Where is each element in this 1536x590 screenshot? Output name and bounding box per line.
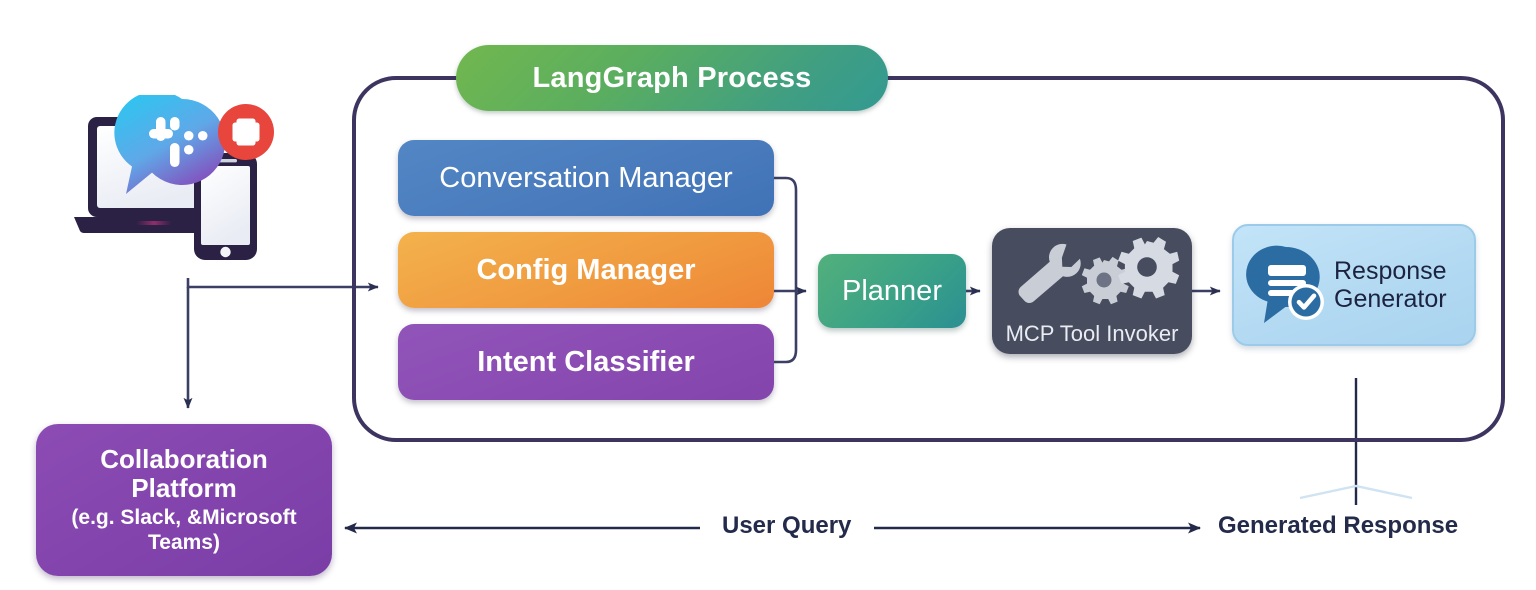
smartphone-icon: [194, 153, 257, 260]
node-intent-classifier[interactable]: Intent Classifier: [398, 324, 774, 400]
node-collaboration-platform[interactable]: Collaboration Platform (e.g. Slack, &Mic…: [36, 424, 332, 576]
response-generator-label-line2: Generator: [1334, 285, 1447, 313]
node-mcp-tool-invoker[interactable]: MCP Tool Invoker: [992, 228, 1192, 354]
langgraph-process-container: [352, 76, 1505, 442]
langgraph-process-title-pill: LangGraph Process: [456, 45, 888, 111]
response-generator-label: Response Generator: [1334, 257, 1447, 313]
edge-label-user-query: User Query: [722, 512, 852, 539]
planner-label: Planner: [842, 274, 942, 307]
edge-label-generated-response: Generated Response: [1218, 512, 1459, 539]
intent-classifier-label: Intent Classifier: [477, 345, 695, 378]
config-manager-label: Config Manager: [476, 253, 696, 286]
collaboration-platform-title-line2: Platform: [131, 473, 237, 504]
client-devices-illustration: [74, 95, 274, 260]
wrench-icon: [1018, 243, 1081, 304]
collaboration-platform-subtitle: (e.g. Slack, &Microsoft Teams): [71, 506, 296, 554]
mcp-tool-invoker-label: MCP Tool Invoker: [1005, 321, 1179, 346]
collaboration-platform-title-line1: Collaboration: [100, 444, 268, 475]
plus-badge-icon: [218, 104, 274, 160]
collaboration-platform-title: Collaboration Platform: [100, 445, 268, 503]
node-conversation-manager[interactable]: Conversation Manager: [398, 140, 774, 216]
response-generator-label-line1: Response: [1334, 257, 1447, 285]
gear-icon: [1081, 256, 1129, 305]
speech-bubble-check-icon: [1246, 245, 1324, 323]
node-config-manager[interactable]: Config Manager: [398, 232, 774, 308]
conversation-manager-label: Conversation Manager: [439, 161, 733, 194]
node-response-generator[interactable]: Response Generator: [1232, 224, 1476, 346]
collaboration-platform-subtitle-line1: (e.g. Slack, &Microsoft: [71, 506, 297, 530]
node-planner[interactable]: Planner: [818, 254, 966, 328]
mcp-tool-icons: [1018, 237, 1180, 305]
collaboration-platform-subtitle-line2: Teams): [148, 530, 220, 554]
langgraph-process-title: LangGraph Process: [532, 61, 812, 94]
slack-bubble-icon: [114, 95, 226, 194]
gear-icon: [1118, 237, 1180, 299]
